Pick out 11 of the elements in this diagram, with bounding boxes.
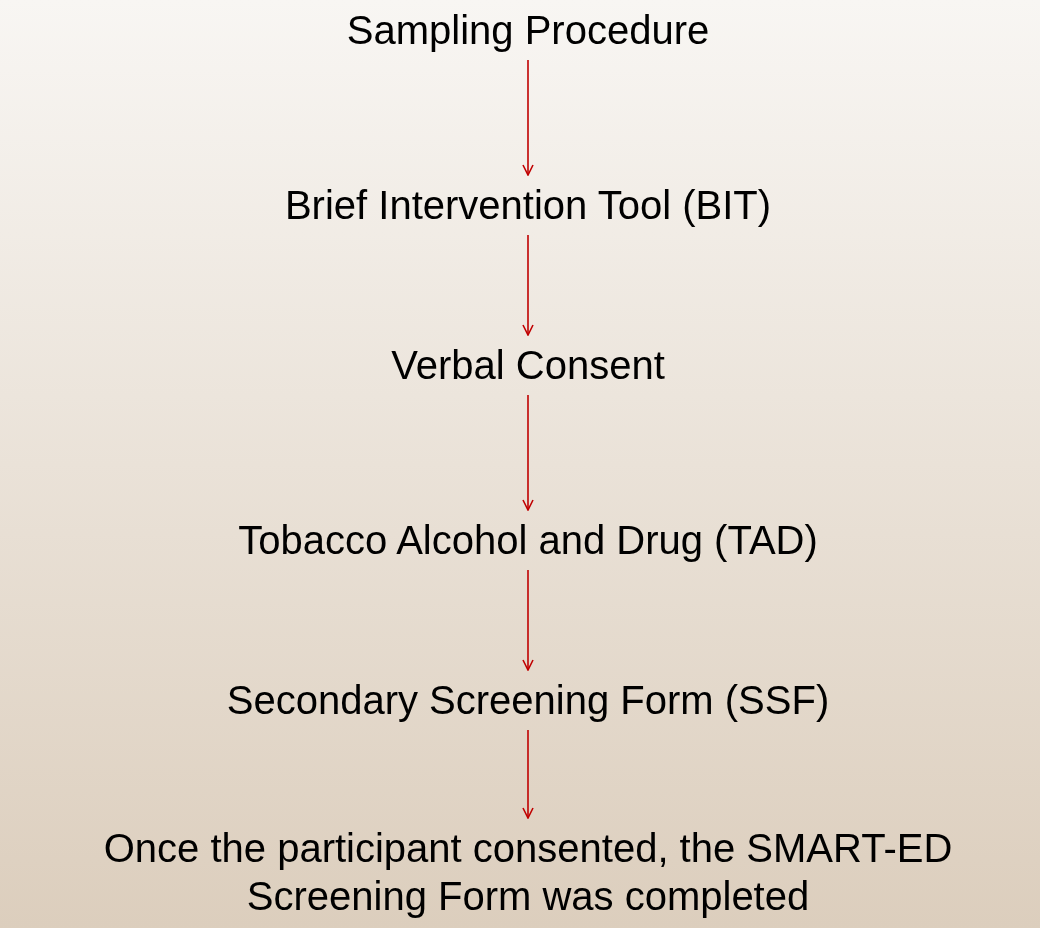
arrow [522,569,534,671]
step-text: Secondary Screening Form (SSF) [222,670,834,730]
arrow [522,59,534,176]
step-text: Verbal Consent [387,335,669,395]
step-text: Brief Intervention Tool (BIT) [280,175,776,235]
arrow [522,394,534,511]
arrow [522,729,534,819]
step-text: Tobacco Alcohol and Drug (TAD) [234,510,822,570]
arrow [522,234,534,336]
step-text: Once the participant consented, the SMART-ED Screening Form was completed [13,818,1040,926]
step-text: Sampling Procedure [342,0,714,60]
